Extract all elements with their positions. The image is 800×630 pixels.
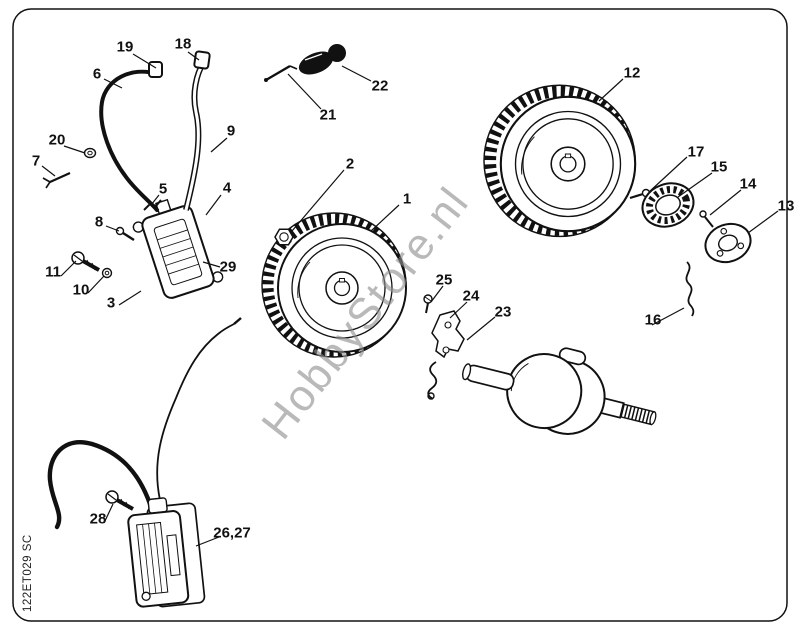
plate-code-text: 122ET029 SC [22, 534, 34, 612]
short-circuit-wire-drawing [99, 69, 160, 212]
spark-plug-boot-drawing [298, 44, 346, 75]
part-label-14: 14 [739, 175, 757, 193]
part-label-6: 6 [92, 65, 102, 83]
part-label-22: 22 [371, 77, 389, 95]
part-label-29: 29 [219, 258, 237, 276]
part-label-10: 10 [72, 281, 90, 299]
part-label-16: 16 [644, 311, 662, 329]
part-label-24: 24 [462, 287, 480, 305]
part-label-28: 28 [89, 510, 107, 528]
part-label-3: 3 [106, 294, 116, 312]
part-label-20: 20 [48, 131, 66, 149]
clip-18-drawing [193, 50, 211, 70]
part-label-26-27: 26,27 [213, 524, 251, 542]
ring-15-drawing [641, 182, 695, 228]
part-label-5: 5 [158, 180, 168, 198]
clip-14-drawing [699, 210, 714, 228]
part-label-8: 8 [94, 213, 104, 231]
flywheel-nut-2-drawing [274, 228, 294, 246]
part-label-18: 18 [174, 35, 192, 53]
part-label-2: 2 [345, 155, 355, 173]
bracket-24-drawing [431, 310, 465, 359]
part-label-15: 15 [710, 158, 728, 176]
leader-lines [41, 51, 779, 547]
part-label-4: 4 [222, 179, 232, 197]
grommet-20-drawing [83, 147, 97, 159]
lever-5-drawing [143, 199, 162, 211]
part-label-13: 13 [777, 197, 795, 215]
crankshaft-drawing [462, 347, 657, 435]
ignition-module-drawing [132, 198, 224, 299]
ignition-module-26-27-drawing [127, 497, 206, 608]
wire-21-drawing [264, 64, 298, 82]
spring-23-drawing [427, 361, 438, 400]
washer-13-drawing [704, 222, 752, 264]
ground-wire-drawing [47, 440, 153, 530]
part-label-12: 12 [623, 64, 641, 82]
part-label-9: 9 [226, 122, 236, 140]
part-label-11: 11 [45, 263, 61, 281]
part-label-19: 19 [116, 38, 134, 56]
part-label-17: 17 [687, 143, 705, 161]
cable-tip-drawing [233, 317, 242, 325]
wire-terminal-7-drawing [42, 171, 71, 189]
part-label-21: 21 [319, 106, 337, 124]
screw-8-drawing [115, 226, 135, 242]
washer-10-drawing [101, 267, 113, 279]
spring-16-drawing [685, 261, 695, 317]
flywheel-12-drawing [484, 85, 635, 236]
part-label-23: 23 [494, 303, 512, 321]
part-label-7: 7 [31, 152, 41, 170]
part-label-1: 1 [402, 190, 412, 208]
spark-lead-drawing [183, 60, 207, 211]
screw-25-drawing [423, 294, 433, 314]
control-cable-drawing [156, 323, 235, 501]
part-label-25: 25 [435, 271, 453, 289]
